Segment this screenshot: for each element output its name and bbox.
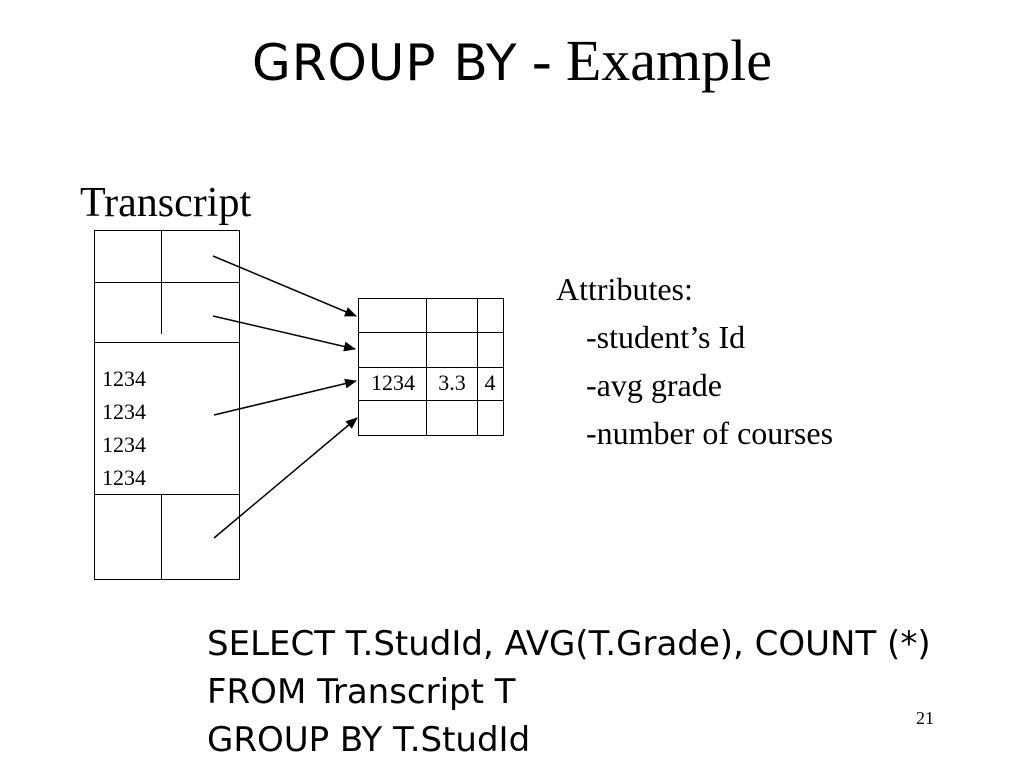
attribute-item: -avg grade — [586, 367, 722, 403]
transcript-id-cell: 1234 — [102, 432, 146, 457]
arrow-group-1234 — [213, 378, 357, 416]
arrow-row1 — [212, 255, 357, 317]
transcript-row-divider — [94, 494, 240, 495]
transcript-col-divider — [161, 230, 162, 282]
result-row-divider — [358, 332, 504, 333]
sql-line-select: SELECT T.StudId, AVG(T.Grade), COUNT (*) — [207, 624, 931, 664]
result-cell-avg-grade: 3.3 — [438, 370, 466, 395]
page-number: 21 — [916, 708, 934, 728]
transcript-group-ids: 1234 1234 1234 1234 — [102, 362, 146, 494]
sql-query: SELECT T.StudId, AVG(T.Grade), COUNT (*)… — [207, 620, 931, 764]
transcript-table-label: Transcript — [80, 180, 252, 226]
transcript-col-divider — [161, 282, 162, 334]
result-cell-student-id: 1234 — [371, 370, 415, 395]
result-row-divider — [358, 400, 504, 401]
arrow-row2 — [212, 315, 356, 352]
transcript-table-border — [94, 230, 240, 580]
transcript-row-divider — [94, 342, 240, 343]
slide-title-sub: - Example — [517, 28, 773, 93]
transcript-table: 1234 1234 1234 1234 — [94, 230, 240, 580]
transcript-id-cell: 1234 — [102, 366, 146, 391]
transcript-id-cell: 1234 — [102, 465, 146, 490]
result-cell-count: 4 — [484, 370, 496, 395]
transcript-id-cell: 1234 — [102, 399, 146, 424]
result-table: 1234 3.3 4 — [358, 298, 504, 436]
attribute-item: -student’s Id — [586, 319, 746, 355]
attributes-list: Attributes: -student’s Id -avg grade -nu… — [556, 265, 833, 457]
slide-title: GROUP BY - Example — [0, 28, 1024, 95]
slide-title-main: GROUP BY — [251, 34, 518, 92]
transcript-col-divider — [161, 494, 162, 580]
sql-line-group-by: GROUP BY T.StudId — [207, 720, 531, 760]
sql-line-from: FROM Transcript T — [207, 672, 516, 712]
arrow-row4 — [213, 417, 358, 539]
transcript-row-divider — [94, 282, 240, 283]
result-row-divider — [358, 367, 504, 368]
attribute-item: -number of courses — [586, 415, 834, 451]
attributes-heading: Attributes: — [556, 271, 693, 307]
